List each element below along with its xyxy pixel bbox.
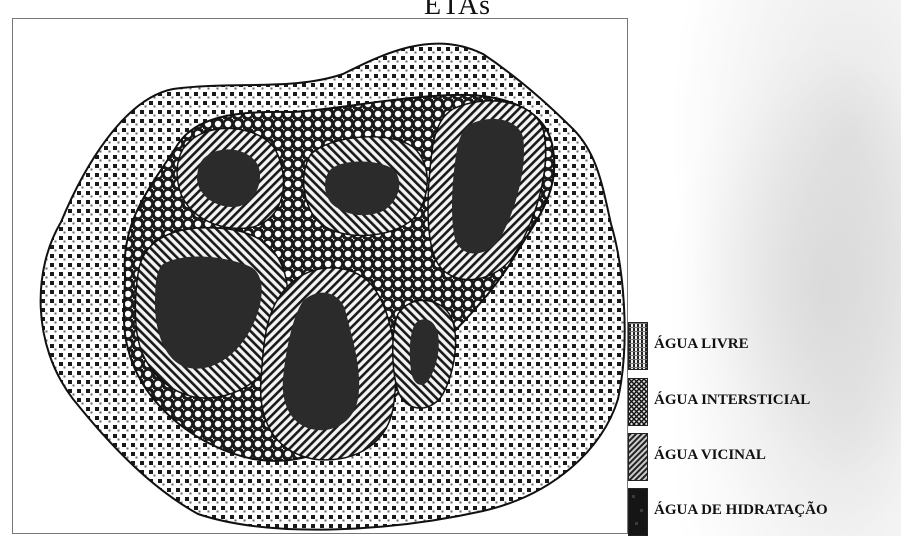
- grain-bottom-center: [261, 268, 396, 460]
- legend-label: ÁGUA DE HIDRATAÇÃO: [654, 502, 828, 519]
- legend: ÁGUA LIVRE ÁGUA INTERSTICIAL: [628, 322, 901, 536]
- legend-item-agua-de-hidratacao: ÁGUA DE HIDRATAÇÃO: [628, 488, 901, 536]
- legend-item-agua-vicinal: ÁGUA VICINAL: [628, 433, 901, 481]
- water-diagram: [13, 19, 629, 535]
- legend-item-agua-livre: ÁGUA LIVRE: [628, 322, 901, 370]
- vertical-stripes-swatch-icon: [628, 322, 648, 370]
- legend-label: ÁGUA INTERSTICIAL: [654, 392, 810, 409]
- solid-dark-swatch-icon: [628, 488, 648, 536]
- diagonal-hatch-swatch-icon: [628, 433, 648, 481]
- diagram-frame: [12, 18, 628, 534]
- legend-item-agua-intersticial: ÁGUA INTERSTICIAL: [628, 378, 901, 426]
- cross-hatch-swatch-icon: [628, 378, 648, 426]
- grain-top-center: [304, 137, 428, 236]
- legend-label: ÁGUA VICINAL: [654, 447, 766, 464]
- legend-label: ÁGUA LIVRE: [654, 336, 749, 353]
